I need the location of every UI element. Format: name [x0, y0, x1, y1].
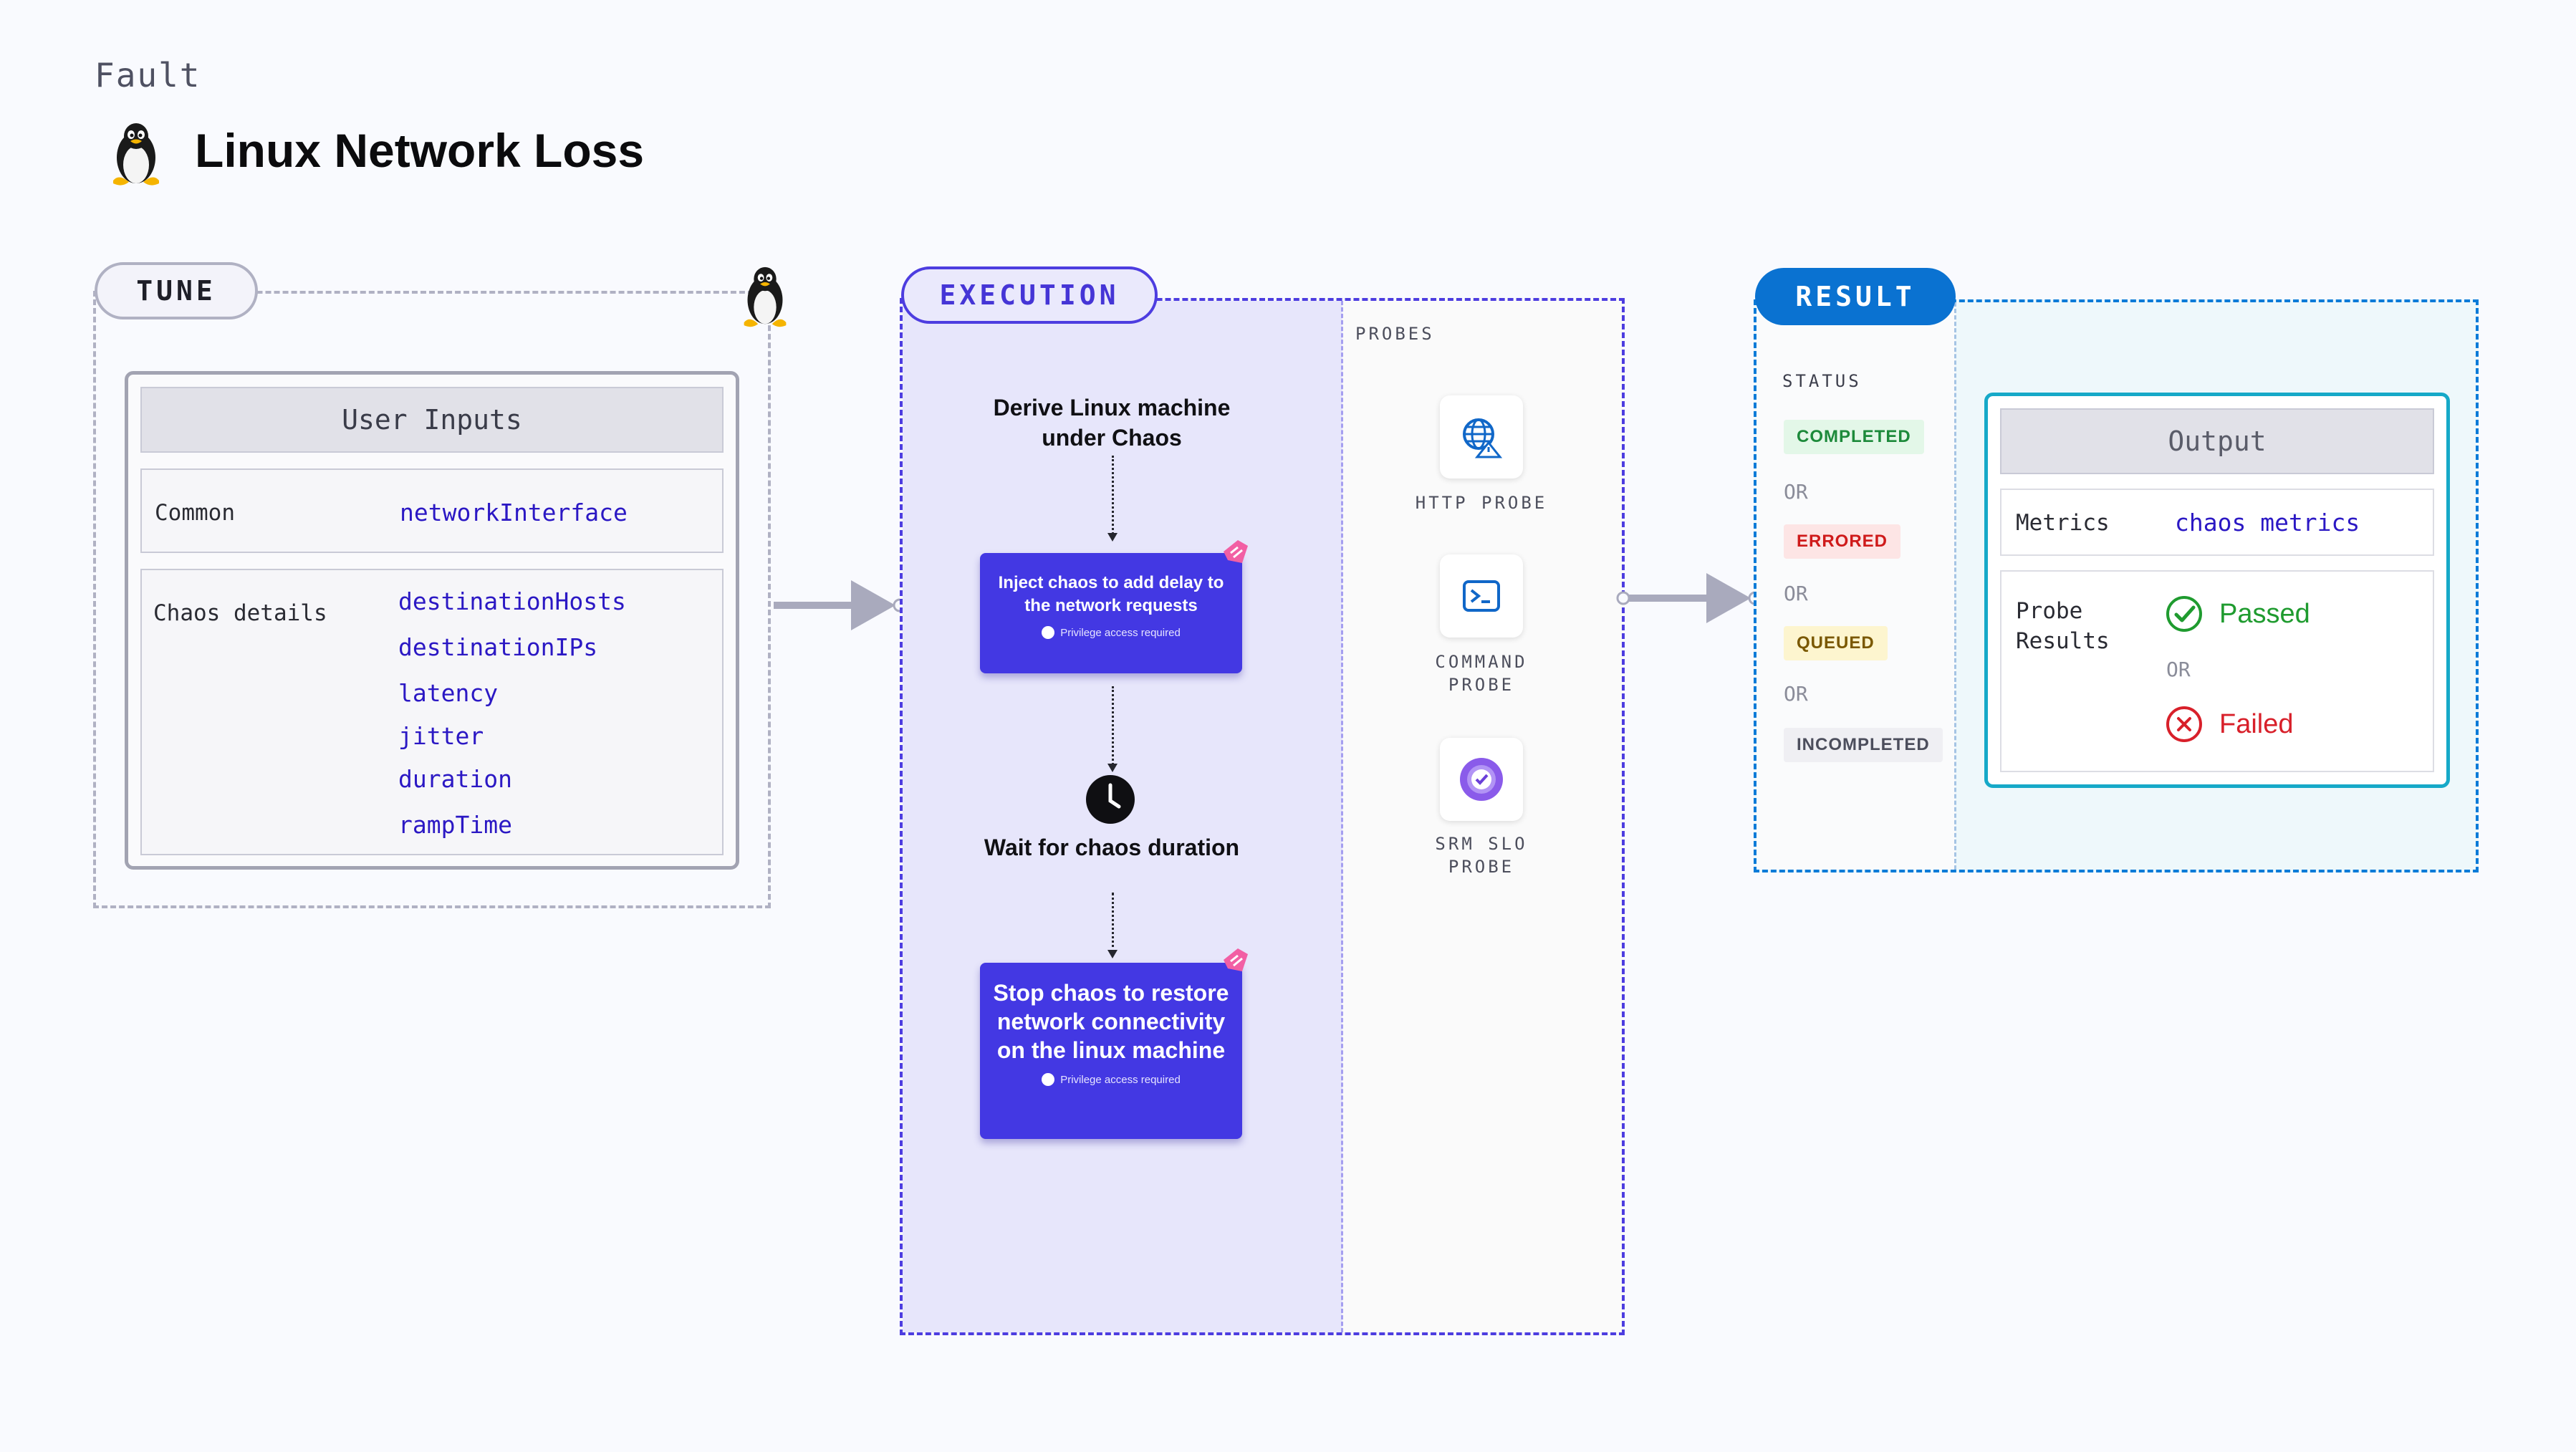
- status-badge-queued: QUEUED: [1784, 626, 1888, 660]
- param-destinationIPs: destinationIPs: [398, 633, 598, 661]
- param-jitter: jitter: [398, 722, 484, 750]
- or-separator: OR: [1784, 480, 1808, 504]
- status-panel: [1756, 302, 1956, 870]
- step-connector: [1112, 686, 1114, 765]
- common-inputs-row: [140, 468, 724, 553]
- status-badge-incompleted: INCOMPLETED: [1784, 728, 1943, 762]
- linux-penguin-icon: [744, 266, 787, 327]
- metrics-label: Metrics: [2016, 510, 2110, 536]
- srm-slo-probe-tile[interactable]: [1440, 738, 1523, 821]
- or-separator: OR: [2166, 658, 2191, 681]
- step-connector: [1112, 893, 1114, 953]
- chaos-tag-icon: [1224, 540, 1248, 563]
- privilege-note: Privilege access required: [980, 1073, 1242, 1086]
- clock-icon: [1086, 775, 1135, 824]
- slo-gauge-icon: [1460, 758, 1503, 801]
- privilege-text: Privilege access required: [1060, 1073, 1181, 1086]
- check-circle-icon: [2166, 596, 2202, 632]
- privilege-note: Privilege access required: [980, 626, 1242, 639]
- tune-section: [93, 291, 771, 908]
- lock-icon: [1042, 626, 1055, 639]
- step-derive-machine: Derive Linux machine under Chaos: [993, 395, 1231, 451]
- param-duration: duration: [398, 765, 512, 793]
- param-destinationHosts: destinationHosts: [398, 587, 626, 615]
- arrowhead-icon: [1107, 950, 1118, 958]
- fault-kind-label: Fault: [95, 56, 201, 95]
- step-connector: [1112, 456, 1114, 534]
- chaos-tag-icon: [1224, 948, 1248, 971]
- page-title: Linux Network Loss: [195, 124, 645, 177]
- result-divider: [1954, 302, 1956, 870]
- stop-chaos-card: Stop chaos to restore network connectivi…: [980, 963, 1242, 1139]
- flow-arrow: [1616, 573, 1762, 623]
- step-wait-duration: Wait for chaos duration: [984, 835, 1240, 860]
- output-header: Output: [2000, 408, 2434, 474]
- or-separator: OR: [1784, 582, 1808, 605]
- command-probe-tile[interactable]: [1440, 554, 1523, 638]
- failed-text: Failed: [2219, 709, 2294, 739]
- probes-label: PROBES: [1355, 324, 1435, 344]
- http-probe-tile[interactable]: [1440, 395, 1523, 479]
- param-rampTime: rampTime: [398, 811, 512, 839]
- linux-penguin-icon: [113, 123, 159, 186]
- metrics-value: chaos metrics: [2175, 509, 2360, 537]
- status-badge-errored: ERRORED: [1784, 524, 1901, 559]
- chaos-details-label: Chaos details: [153, 600, 327, 626]
- passed-text: Passed: [2219, 599, 2310, 629]
- result-label: RESULT: [1755, 268, 1956, 325]
- inject-chaos-card: Inject chaos to add delay to the network…: [980, 553, 1242, 673]
- probe-results-label: Probe Results: [2016, 598, 2110, 654]
- execution-label: EXECUTION: [901, 266, 1158, 324]
- stop-chaos-text: Stop chaos to restore network connectivi…: [993, 980, 1229, 1063]
- user-inputs-header: User Inputs: [140, 387, 724, 453]
- param-networkInterface: networkInterface: [400, 499, 628, 527]
- arrowhead-icon: [1107, 533, 1118, 542]
- status-badge-completed: COMPLETED: [1784, 420, 1924, 454]
- x-circle-icon: [2166, 706, 2202, 742]
- inject-chaos-text: Inject chaos to add delay to the network…: [998, 573, 1224, 615]
- status-label: STATUS: [1782, 371, 1862, 391]
- terminal-icon: [1463, 580, 1500, 612]
- chaos-details-row: [140, 569, 724, 855]
- flow-arrow: [774, 580, 907, 630]
- metrics-row: [2000, 489, 2434, 556]
- lock-icon: [1042, 1073, 1055, 1086]
- command-probe-label: COMMAND PROBE: [1435, 652, 1528, 695]
- privilege-text: Privilege access required: [1060, 626, 1181, 639]
- probe-results-row: [2000, 570, 2434, 772]
- or-separator: OR: [1784, 682, 1808, 706]
- param-latency: latency: [398, 679, 499, 707]
- arrowhead-icon: [1107, 764, 1118, 772]
- http-probe-label: HTTP PROBE: [1415, 493, 1548, 513]
- execution-divider: [1341, 301, 1343, 1332]
- tune-label: TUNE: [95, 262, 258, 319]
- srm-slo-probe-label: SRM SLO PROBE: [1435, 834, 1528, 877]
- common-label: Common: [155, 500, 235, 526]
- globe-icon: [1463, 418, 1503, 458]
